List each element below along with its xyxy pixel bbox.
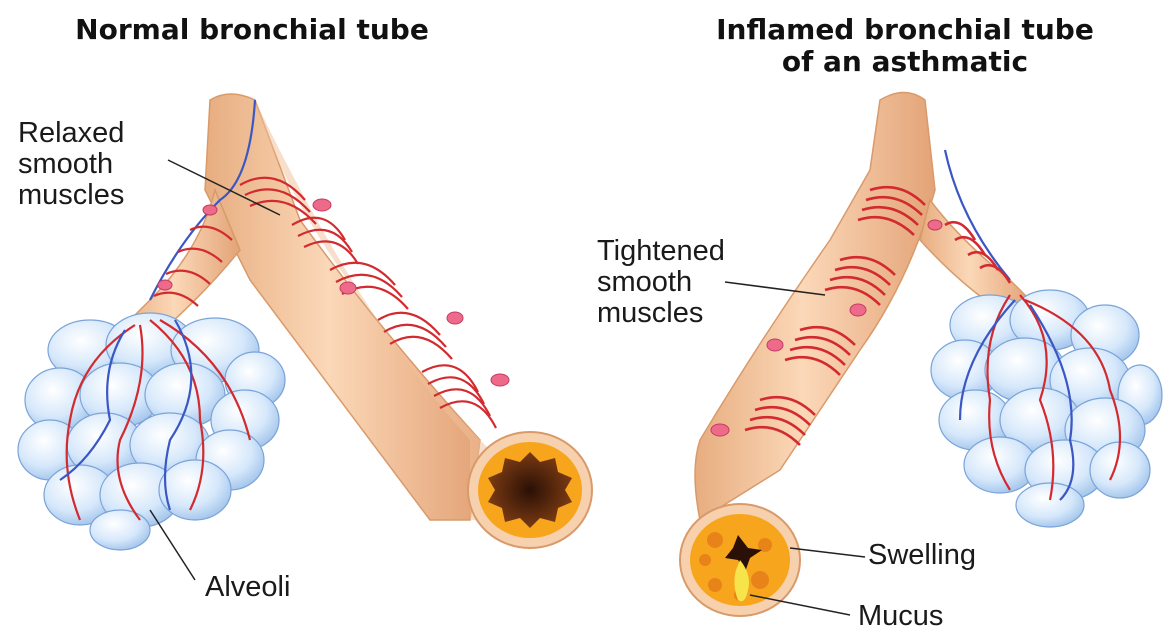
- inflamed-bronchial-tube: [680, 93, 1162, 617]
- inflamed-alveoli-cluster: [931, 290, 1162, 527]
- label-tightened-line3: muscles: [597, 298, 725, 329]
- label-tightened-line1: Tightened: [597, 236, 725, 267]
- label-tightened-smooth-muscles: Tightened smooth muscles: [597, 236, 725, 329]
- label-mucus: Mucus: [858, 601, 943, 632]
- label-swelling: Swelling: [868, 540, 976, 571]
- label-alveoli: Alveoli: [205, 572, 290, 603]
- label-relaxed-smooth-muscles: Relaxed smooth muscles: [18, 118, 124, 211]
- label-tightened-line2: smooth: [597, 267, 725, 298]
- inflamed-main-tube: [695, 93, 935, 521]
- label-relaxed-line3: muscles: [18, 180, 124, 211]
- title-inflamed-line1: Inflamed bronchial tube: [700, 14, 1110, 45]
- title-normal: Normal bronchial tube: [62, 14, 442, 45]
- normal-cross-section: [468, 432, 592, 548]
- inflamed-cross-section: [680, 504, 800, 616]
- label-relaxed-line2: smooth: [18, 149, 124, 180]
- normal-alveoli-cluster: [18, 313, 285, 550]
- title-inflamed-line2: of an asthmatic: [700, 46, 1110, 77]
- label-relaxed-line1: Relaxed: [18, 118, 124, 149]
